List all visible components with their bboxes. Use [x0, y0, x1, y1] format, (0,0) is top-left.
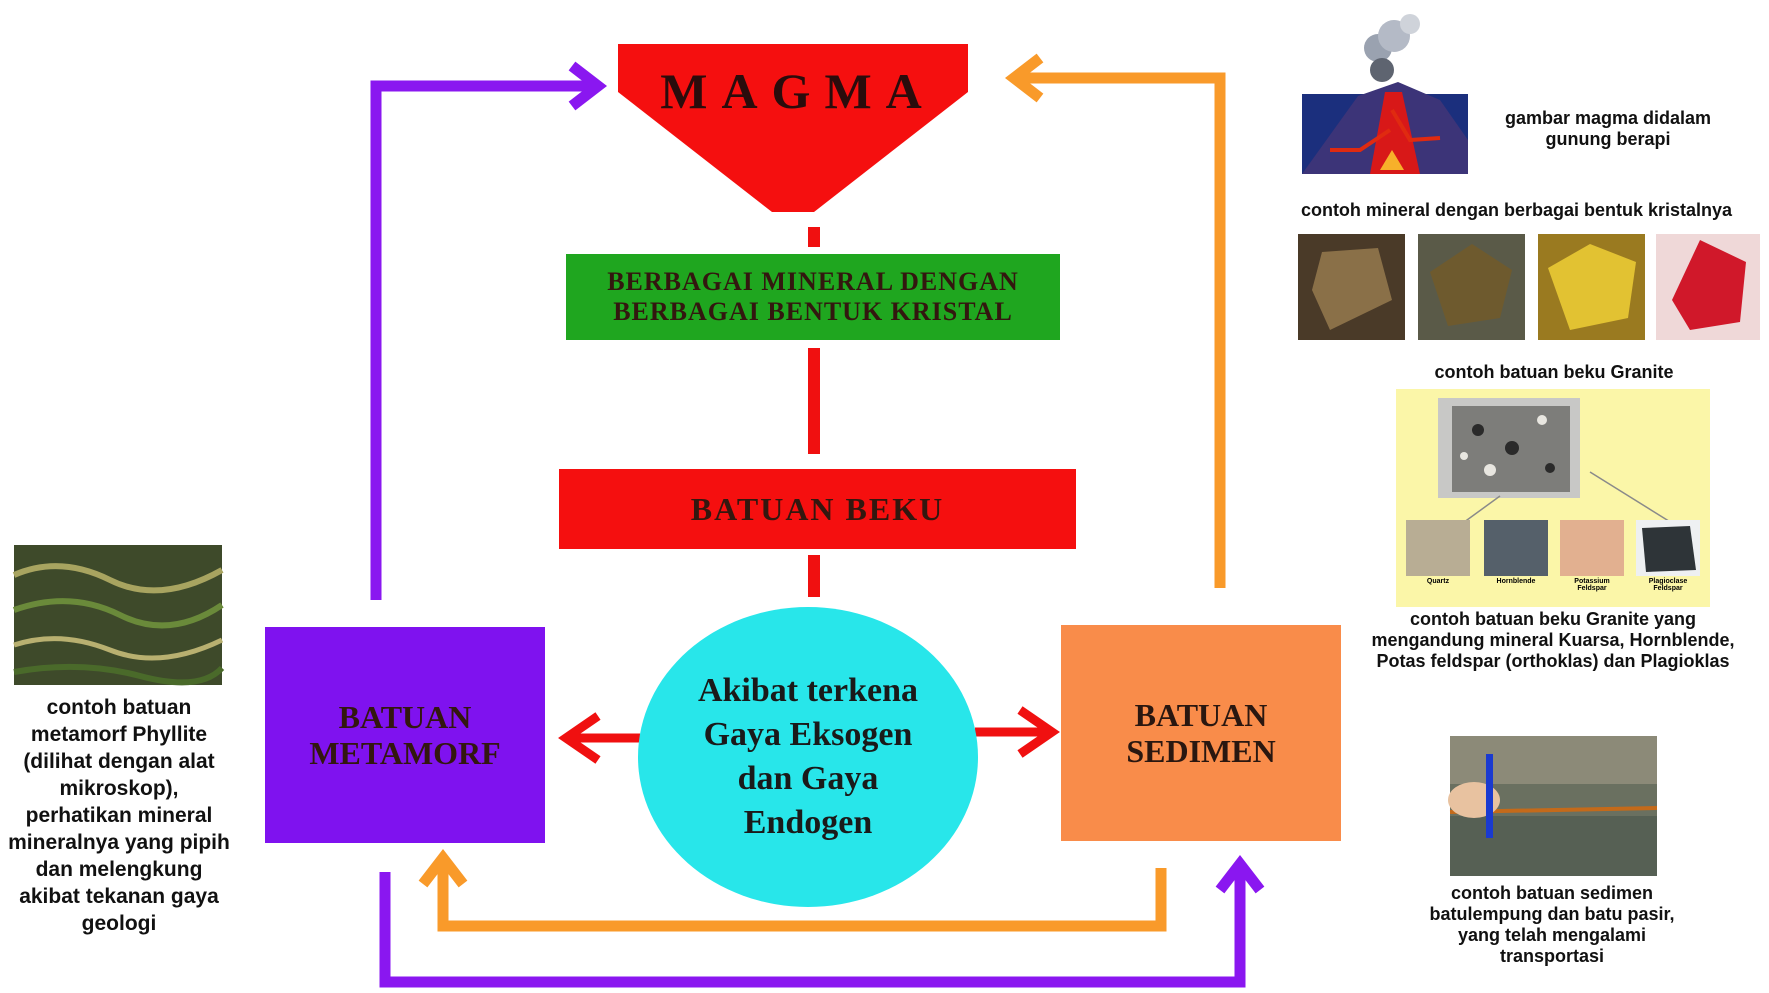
arrow-metamorf-to-sedimen: [379, 854, 1265, 988]
volcano-image: [1302, 14, 1468, 174]
arrow-metamorf-to-magma: [370, 61, 608, 600]
magma-shape: [618, 44, 968, 212]
arrow-to-metamorf: [558, 712, 640, 764]
arrow-to-sedimen: [975, 706, 1060, 758]
caption-volcano: gambar magma didalam gunung berapi: [1504, 108, 1712, 149]
magma-label: MAGMA: [660, 63, 936, 119]
batuan-metamorf-box: BATUAN METAMORF: [265, 627, 545, 843]
connector-mineral-beku: [808, 348, 820, 454]
caption-sediment: contoh batuan sedimen batulempung dan ba…: [1429, 883, 1675, 966]
granite-mineral-label: Quartz: [1426, 578, 1450, 585]
granite-image: [1396, 389, 1710, 607]
batuan-beku-label: BATUAN BEKU: [690, 490, 945, 527]
granite-mineral-label: Plagioclase Feldspar: [1648, 578, 1688, 592]
granite-mineral-label: Hornblende: [1496, 578, 1536, 585]
phyllite-image: [12, 545, 225, 686]
eksogen-endogen-circle: Akibat terkena Gaya Eksogen dan Gaya End…: [638, 607, 978, 907]
mineral-box-label: BERBAGAI MINERAL DENGAN BERBAGAI BENTUK …: [607, 267, 1019, 326]
circle-label: Akibat terkena Gaya Eksogen dan Gaya End…: [697, 672, 919, 841]
caption-granite-desc: contoh batuan beku Granite yang mengandu…: [1371, 609, 1735, 671]
caption-minerals: contoh mineral dengan berbagai bentuk kr…: [1300, 200, 1733, 220]
connector-beku-circle: [808, 555, 820, 597]
batuan-sedimen-label: BATUAN SEDIMEN: [1126, 697, 1276, 769]
arrow-sedimen-to-metamorf: [418, 848, 1167, 932]
batuan-beku-box: BATUAN BEKU: [559, 469, 1076, 549]
sediment-image: [1448, 736, 1658, 876]
mineral-images: [1298, 234, 1760, 340]
arrow-sedimen-to-magma: [1004, 53, 1226, 588]
mineral-box: BERBAGAI MINERAL DENGAN BERBAGAI BENTUK …: [566, 254, 1060, 340]
batuan-sedimen-box: BATUAN SEDIMEN: [1061, 625, 1341, 841]
batuan-metamorf-label: BATUAN METAMORF: [309, 699, 501, 771]
granite-mineral-label: Potassium Feldspar: [1574, 578, 1610, 592]
caption-phyllite: contoh batuan metamorf Phyllite (dilihat…: [8, 696, 230, 935]
caption-granite-title: contoh batuan beku Granite: [1434, 362, 1674, 382]
connector-magma-mineral: [808, 227, 820, 247]
